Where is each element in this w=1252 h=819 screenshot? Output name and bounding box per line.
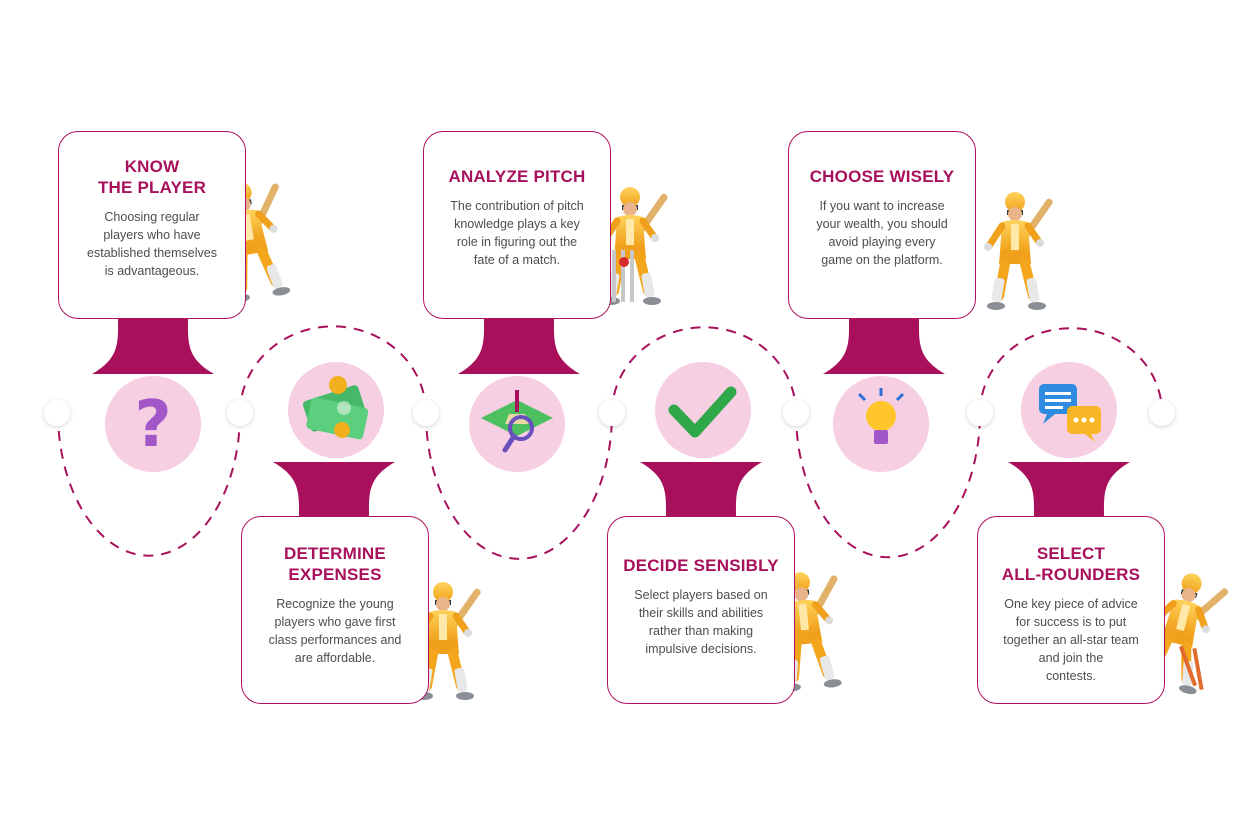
lightbulb-icon: [857, 388, 905, 444]
card-title: CHOOSE WISELY: [809, 167, 955, 186]
card-title: SELECT ALL-ROUNDERS: [1001, 544, 1141, 584]
card-description: Choosing regular players who have establ…: [87, 210, 217, 278]
card-description: One key piece of advice for success is t…: [1003, 597, 1139, 683]
dashed-connector-path: [57, 325, 1163, 560]
card-description: Recognize the young players who gave fir…: [268, 597, 402, 665]
svg-text:?: ?: [134, 388, 171, 462]
card-select-all-rounders: SELECT ALL-ROUNDERS One key piece of adv…: [977, 516, 1165, 704]
card-description: The contribution of pitch knowledge play…: [450, 199, 584, 267]
question-mark-icon: ?: [134, 388, 171, 462]
card-description: If you want to increase your wealth, you…: [816, 199, 948, 267]
card-choose-wisely: CHOOSE WISELY If you want to increase yo…: [788, 131, 976, 319]
card-title: DETERMINE EXPENSES: [284, 544, 386, 584]
chat-bubbles-icon: [1039, 384, 1101, 442]
card-title: ANALYZE PITCH: [448, 167, 586, 186]
pitch-magnifier-icon: [481, 390, 553, 453]
card-decide-sensibly: DECIDE SENSIBLY Select players based on …: [607, 516, 795, 704]
card-know-the-player: KNOW THE PLAYER Choosing regular players…: [58, 131, 246, 319]
bowler-illustration: [1135, 566, 1231, 697]
card-description: Select players based on their skills and…: [634, 588, 768, 656]
card-title: DECIDE SENSIBLY: [623, 556, 779, 575]
checkmark-icon: [668, 386, 737, 438]
card-determine-expenses: DETERMINE EXPENSES Recognize the young p…: [241, 516, 429, 704]
celebrating-batsman-illustration: [984, 192, 1054, 310]
money-coins-icon: [302, 376, 369, 440]
card-connectors: [92, 318, 1130, 518]
card-analyze-pitch: ANALYZE PITCH The contribution of pitch …: [423, 131, 611, 319]
card-title: KNOW THE PLAYER: [97, 157, 207, 197]
connector-dots: [44, 400, 1175, 426]
batsman-at-stumps-illustration: [599, 187, 669, 305]
